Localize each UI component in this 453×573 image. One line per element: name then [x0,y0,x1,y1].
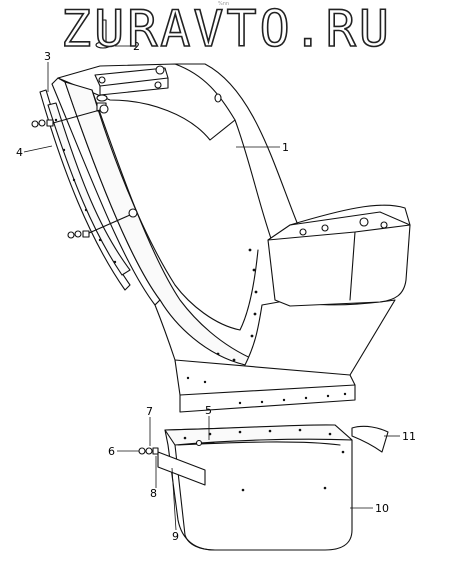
fastener-6-8 [138,447,159,455]
callout-10: 10 [375,502,389,515]
callout-2: 2 [133,40,140,53]
bolt-5 [195,439,215,447]
shield-main [51,63,411,413]
callout-labels: 1 2 3 4 5 6 7 8 9 10 11 [16,40,416,543]
lower-box [164,424,353,551]
callout-11: 11 [402,430,416,443]
callout-5: 5 [205,404,212,417]
callout-3: 3 [44,50,51,63]
small-mark: %nn [218,1,230,7]
callout-8: 8 [150,487,157,500]
fastener-lower [67,208,138,239]
callout-1: 1 [282,141,289,154]
strip-4 [47,102,131,276]
callout-6: 6 [108,445,115,458]
part-11 [351,425,389,453]
plate-9 [157,451,206,486]
callout-4: 4 [16,146,23,159]
callout-7: 7 [146,405,153,418]
callout-9: 9 [172,530,179,543]
leader-lines [23,45,400,531]
fastener-upper [31,104,109,128]
